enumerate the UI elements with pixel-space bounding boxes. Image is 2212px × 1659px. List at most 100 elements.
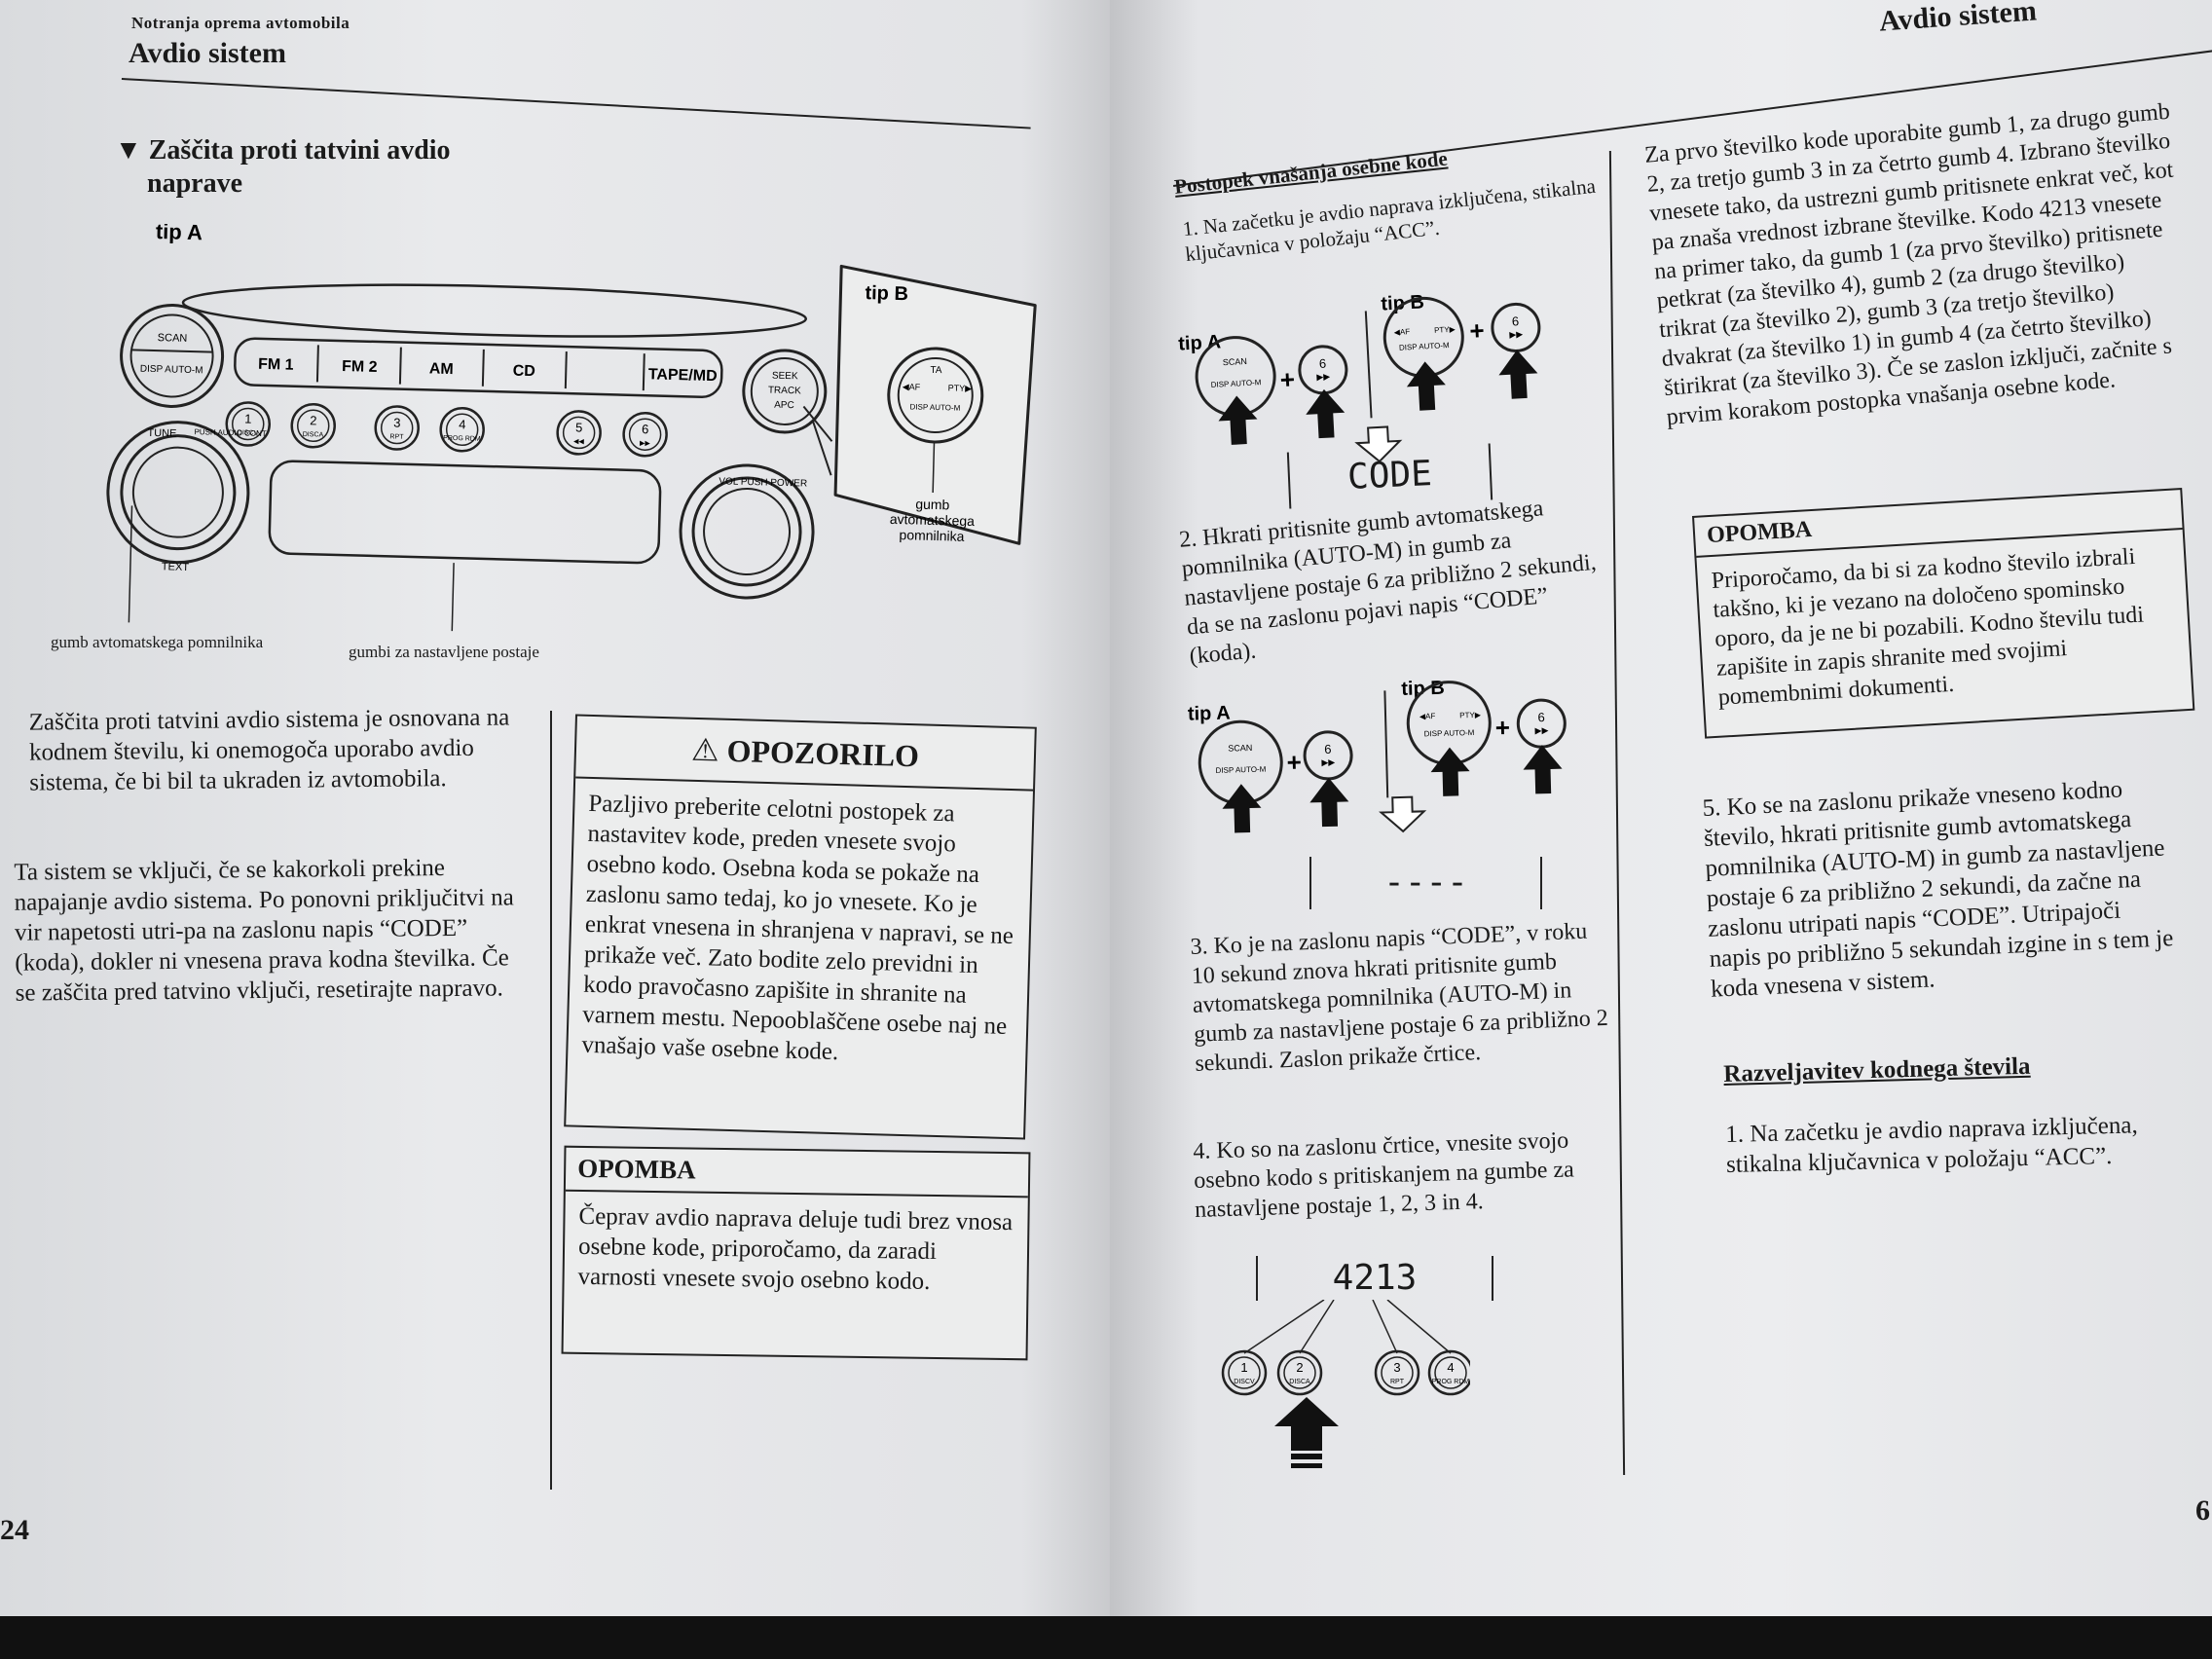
svg-text:TA: TA — [930, 365, 942, 376]
page-number-right: 6 — [2195, 1494, 2210, 1527]
svg-text:1: 1 — [1240, 1360, 1247, 1375]
column-divider-left — [550, 711, 552, 1490]
svg-text:6: 6 — [1324, 742, 1332, 756]
step-3: 3. Ko je na zaslonu napis “CODE”, v roku… — [1190, 918, 1609, 1077]
warning-text: Pazljivo preberite celotni postopek za n… — [581, 790, 1014, 1066]
note-box-right: OPOMBA Priporočamo, da bi si za kodno št… — [1692, 487, 2195, 739]
callout-line-right — [451, 563, 455, 632]
header-small: Notranja oprema avtomobila — [131, 14, 350, 32]
svg-text:2: 2 — [310, 413, 317, 427]
svg-text:RPT: RPT — [1390, 1379, 1405, 1385]
tipb-callout-1: gumb — [915, 497, 950, 513]
svg-text:3: 3 — [393, 415, 401, 429]
svg-text:6: 6 — [642, 422, 649, 436]
down-arrow-icon — [1354, 425, 1403, 463]
svg-text:4: 4 — [1447, 1360, 1454, 1375]
svg-text:PTY▶: PTY▶ — [948, 383, 973, 393]
tip-a-label: tip A — [156, 224, 203, 244]
callout-line-left — [128, 505, 133, 623]
note-text-left: Čeprav avdio naprava deluje tudi brez vn… — [577, 1202, 1014, 1295]
svg-text:TEXT: TEXT — [162, 561, 190, 573]
press-arrow-icon — [1306, 388, 1346, 439]
svg-text:VOL PUSH POWER: VOL PUSH POWER — [719, 476, 807, 489]
svg-text:DISP AUTO-M: DISP AUTO-M — [909, 402, 960, 412]
note-box-left: OPOMBA Čeprav avdio naprava deluje tudi … — [561, 1145, 1031, 1361]
left-page: Notranja oprema avtomobila Avdio sistem … — [0, 0, 1110, 1616]
tune-knob: TUNE PUSH AUDIO CONT TEXT — [106, 421, 267, 573]
svg-text:▶▶: ▶▶ — [1321, 757, 1335, 767]
svg-text:APC: APC — [774, 400, 794, 412]
press-arrow-icon — [1274, 1397, 1339, 1451]
svg-text:TRACK: TRACK — [768, 386, 801, 397]
cd-slot — [181, 283, 808, 338]
para-intro: Zaščita proti tatvini avdio sistema je o… — [28, 704, 510, 796]
press-arrow-icon — [1406, 361, 1446, 411]
svg-text:6: 6 — [1537, 710, 1545, 724]
cancel-title: Razveljavitev kodnega števila — [1723, 1052, 2031, 1088]
svg-text:▶▶: ▶▶ — [1534, 725, 1548, 735]
svg-text:+: + — [1286, 748, 1302, 777]
diagram-step1: tip A SCAN DISP AUTO-M + 6 ▶▶ tip B ◀AF … — [1178, 291, 1541, 463]
section-title-line2: naprave — [147, 168, 242, 199]
header-title: Avdio sistem — [129, 37, 286, 69]
svg-text:PUSH AUDIO CONT: PUSH AUDIO CONT — [194, 427, 267, 438]
svg-text:SCAN: SCAN — [158, 332, 188, 345]
svg-text:DISP AUTO-M: DISP AUTO-M — [1215, 765, 1266, 775]
mode-button-am: AM — [429, 360, 454, 378]
cancel-step-1: 1. Na začetku je avdio naprava izključen… — [1725, 1112, 2138, 1178]
column-divider-right — [1608, 151, 1626, 1475]
svg-text:▶▶: ▶▶ — [1316, 371, 1330, 382]
press-arrow-icon — [1218, 395, 1258, 445]
svg-text:PROG RDM: PROG RDM — [443, 435, 481, 443]
press-arrow-icon — [1523, 745, 1563, 794]
scan-knob: SCAN DISP AUTO-M — [120, 303, 225, 408]
press-arrow-icon — [1222, 784, 1262, 833]
svg-text:6: 6 — [1319, 356, 1327, 371]
warning-title: OPOZORILO — [726, 732, 920, 774]
press-arrow-icon — [1430, 747, 1470, 796]
mode-button-bar: FM 1 FM 2 AM CD TAPE/MD — [234, 337, 723, 398]
svg-text:◀AF: ◀AF — [1394, 327, 1411, 337]
procedure-column: Postopek vnašanja osebne kode 1. Na zače… — [1173, 129, 1618, 268]
number-display: 4213 — [1256, 1256, 1493, 1301]
svg-text:RPT: RPT — [389, 433, 404, 440]
section-title-line1: Zaščita proti tatvini avdio — [148, 135, 451, 166]
svg-text:◀AF: ◀AF — [903, 382, 921, 391]
svg-text:▶▶: ▶▶ — [1509, 329, 1523, 340]
step-4: 4. Ko so na zaslonu črtice, vnesite svoj… — [1193, 1127, 1575, 1223]
tipb-callout-2: avtomatskega — [890, 511, 976, 529]
section-title: ▼ Zaščita proti tatvini avdio naprave — [115, 134, 451, 201]
svg-text:TUNE: TUNE — [147, 427, 176, 440]
svg-text:DISCA: DISCA — [1289, 1379, 1310, 1385]
diagram-step2: tip A SCAN DISP AUTO-M + 6 ▶▶ tip B ◀AF … — [1188, 678, 1567, 833]
header-title-right: Avdio sistem — [1878, 0, 2038, 38]
svg-text:SCAN: SCAN — [1228, 743, 1252, 754]
plus-1: + — [1279, 364, 1296, 394]
caption-auto-memory: gumb avtomatskega pomnilnika — [51, 633, 264, 651]
code-explanation: Za prvo številko kode uporabite gumb 1, … — [1643, 98, 2175, 430]
step-5: 5. Ko se na zaslonu prikaže vneseno kodn… — [1702, 776, 2174, 1003]
press-arrow-icon — [1498, 350, 1538, 399]
svg-text:+: + — [1494, 713, 1510, 742]
svg-text:+: + — [1469, 315, 1486, 346]
tipb-callout-3: pomnilnika — [899, 527, 965, 544]
step-2: 2. Hkrati pritisnite gumb avtomatskega p… — [1178, 496, 1598, 670]
display-panel — [268, 460, 662, 565]
dash-display: ---- — [1309, 857, 1542, 909]
down-arrow-icon — [1379, 795, 1427, 833]
tip-a-label-2: tip A — [1188, 703, 1231, 725]
svg-text:▶▶: ▶▶ — [640, 440, 651, 447]
svg-text:6: 6 — [1512, 313, 1520, 328]
radio-diagram: tip A SCAN DISP AUTO-M FM 1 FM 2 — [106, 224, 1037, 632]
mode-button-fm1: FM 1 — [258, 356, 294, 374]
warning-box: ⚠ OPOZORILO Pazljivo preberite celotni p… — [564, 714, 1037, 1140]
